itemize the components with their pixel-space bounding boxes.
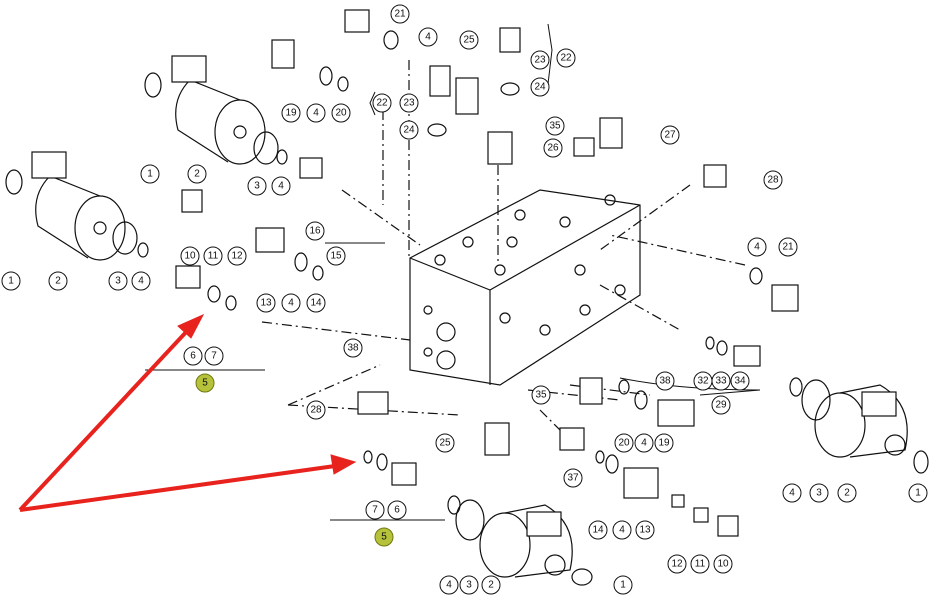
callout-4: 4	[782, 483, 802, 503]
callout-20: 20	[614, 433, 634, 453]
callout-26: 26	[543, 138, 563, 158]
callout-12: 12	[227, 246, 247, 266]
callout-4: 4	[747, 237, 767, 257]
callout-25: 25	[435, 433, 455, 453]
callout-11: 11	[690, 554, 710, 574]
callout-34: 34	[730, 371, 750, 391]
callout-28: 28	[306, 400, 326, 420]
callout-24: 24	[399, 120, 419, 140]
callout-4: 4	[612, 520, 632, 540]
callout-23: 23	[399, 93, 419, 113]
callout-4: 4	[418, 27, 438, 47]
seals-and-fittings	[5, 9, 929, 586]
solenoid-coil-left	[31, 151, 126, 261]
callout-6: 6	[387, 500, 407, 520]
callout-7: 7	[365, 500, 385, 520]
callout-1: 1	[908, 483, 928, 503]
callout-27: 27	[660, 125, 680, 145]
solenoid-coil-right	[814, 384, 908, 458]
callout-13: 13	[256, 293, 276, 313]
callout-2: 2	[837, 483, 857, 503]
callout-12: 12	[667, 554, 687, 574]
callout-21: 21	[778, 237, 798, 257]
callout-5: 5	[195, 373, 215, 393]
callout-15: 15	[326, 246, 346, 266]
callout-4: 4	[281, 293, 301, 313]
callout-1: 1	[613, 575, 633, 595]
callout-3: 3	[809, 483, 829, 503]
callout-14: 14	[306, 293, 326, 313]
callout-3: 3	[459, 575, 479, 595]
callout-11: 11	[203, 246, 223, 266]
callout-6: 6	[183, 346, 203, 366]
callout-4: 4	[634, 433, 654, 453]
callout-14: 14	[588, 520, 608, 540]
red-pointer-arrows	[18, 313, 357, 512]
callout-1: 1	[1, 271, 21, 291]
callout-35: 35	[545, 116, 565, 136]
callout-22: 22	[372, 93, 392, 113]
callout-20: 20	[331, 103, 351, 123]
callout-19: 19	[654, 433, 674, 453]
callout-3: 3	[247, 176, 267, 196]
callout-10: 10	[713, 554, 733, 574]
callout-7: 7	[204, 346, 224, 366]
callout-2: 2	[481, 575, 501, 595]
callout-4: 4	[439, 575, 459, 595]
callout-1: 1	[140, 164, 160, 184]
callout-16: 16	[305, 221, 325, 241]
callout-38: 38	[343, 338, 363, 358]
callout-4: 4	[271, 176, 291, 196]
callout-2: 2	[48, 271, 68, 291]
callout-4: 4	[306, 103, 326, 123]
valve-block	[409, 189, 641, 386]
solenoid-coil-top-left	[171, 55, 266, 165]
callout-35: 35	[531, 385, 551, 405]
callout-2: 2	[187, 164, 207, 184]
callout-21: 21	[390, 4, 410, 24]
callout-28: 28	[763, 170, 783, 190]
callout-23: 23	[530, 50, 550, 70]
callout-10: 10	[180, 246, 200, 266]
callout-22: 22	[556, 48, 576, 68]
callout-4: 4	[131, 271, 151, 291]
callout-37: 37	[563, 468, 583, 488]
callout-13: 13	[635, 520, 655, 540]
callout-29: 29	[711, 395, 731, 415]
callout-32: 32	[693, 371, 713, 391]
callout-25: 25	[459, 30, 479, 50]
callout-19: 19	[281, 103, 301, 123]
solenoid-coil-bottom	[479, 504, 573, 578]
callout-5: 5	[374, 527, 394, 547]
callout-38: 38	[655, 371, 675, 391]
callout-33: 33	[711, 371, 731, 391]
callout-24: 24	[530, 77, 550, 97]
callout-3: 3	[108, 271, 128, 291]
